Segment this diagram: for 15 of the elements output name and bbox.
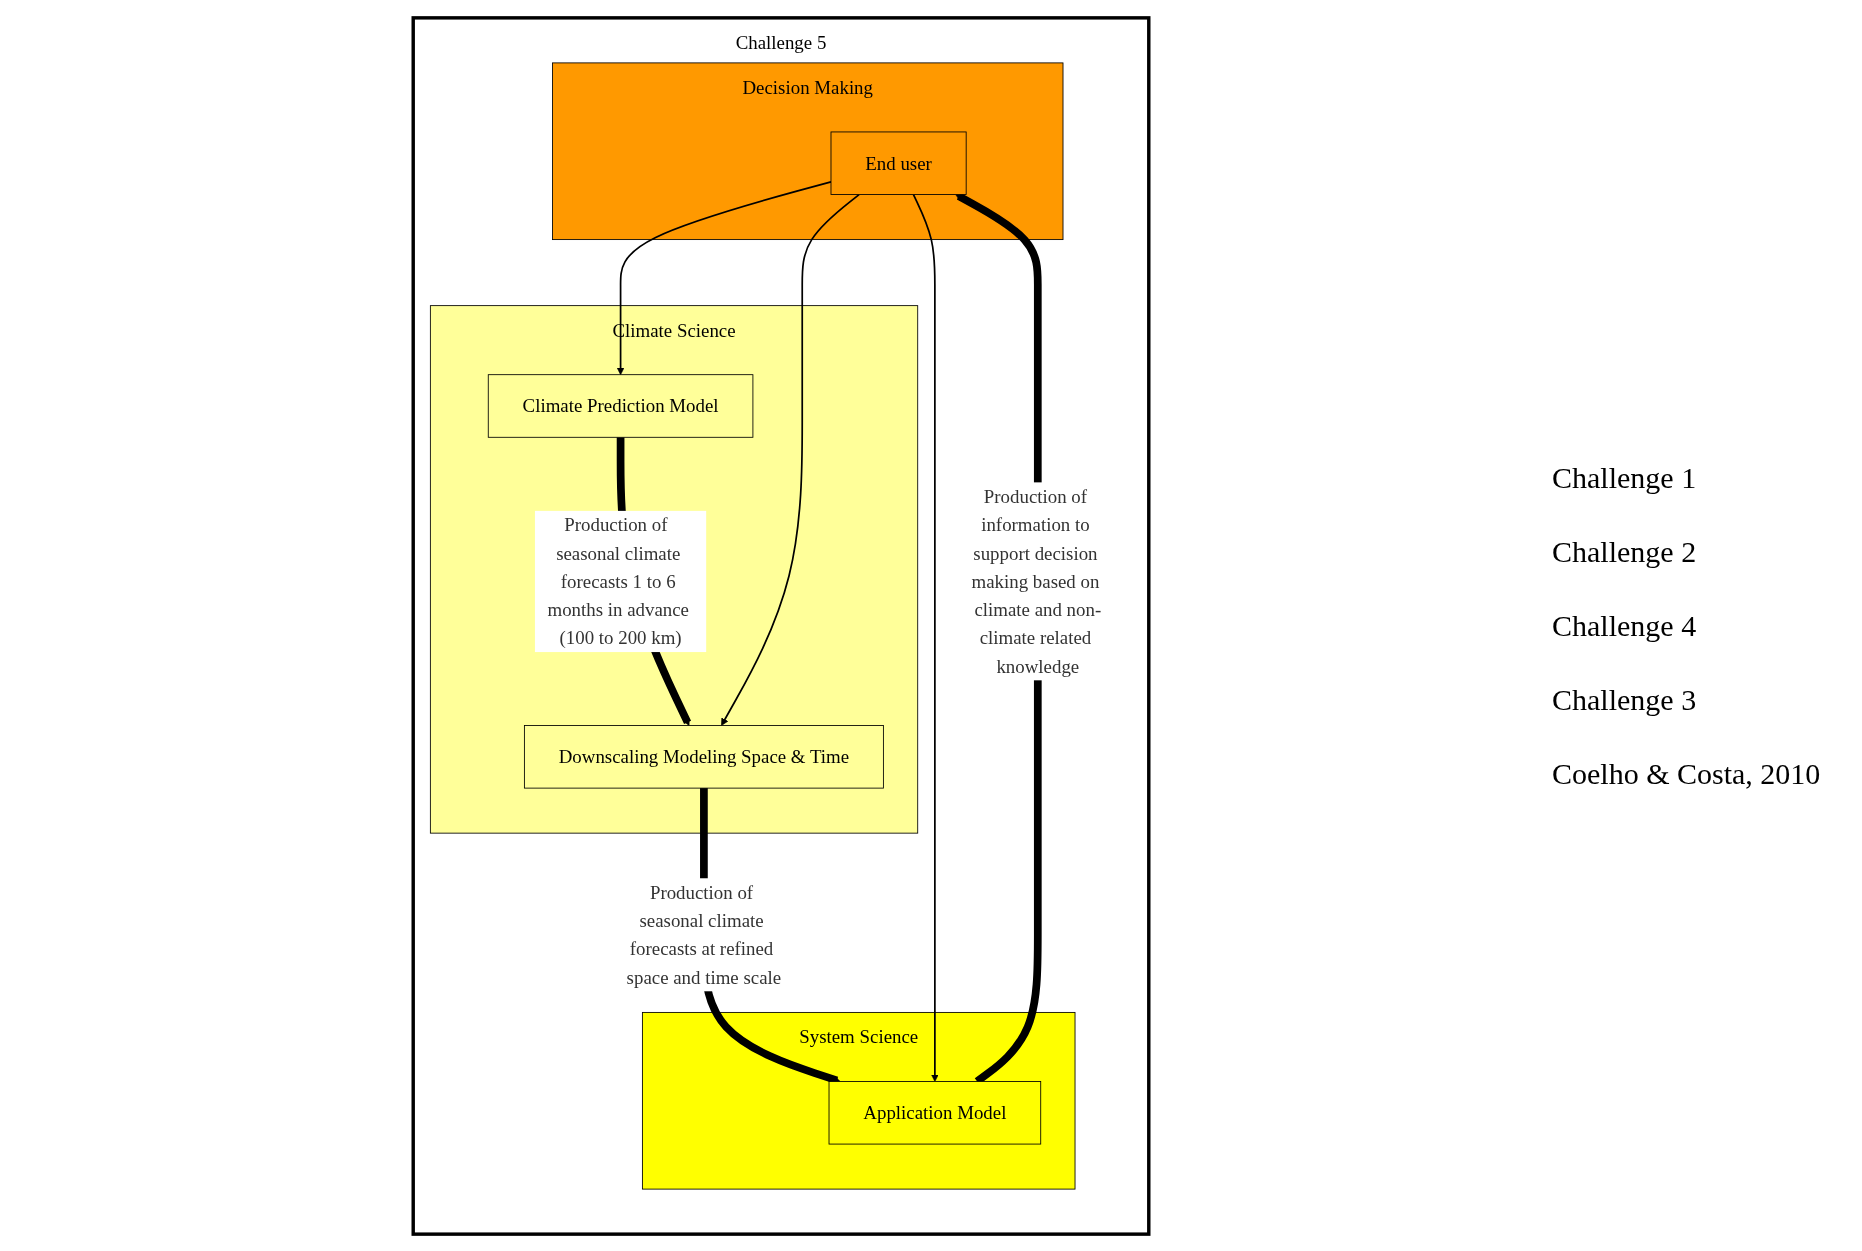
note-text: Challenge 4	[1552, 608, 1698, 643]
node-box: Downscaling Modeling Space & Time	[523, 724, 884, 789]
edge-label: Production of information to support decision making based on climate and non-climate related knowledge	[971, 485, 1102, 677]
arrow	[616, 180, 832, 375]
note-text: Challenge 3	[1552, 682, 1698, 717]
note-text: Challenge 1	[1552, 460, 1698, 495]
edge-label: Production of seasonal climate forecasts at refined space and time scale	[626, 881, 782, 988]
note-text: Coelho & Costa, 2010	[1552, 756, 1822, 791]
node-box: Climate Prediction Model	[487, 373, 754, 438]
arrow	[721, 193, 860, 726]
arrow	[912, 193, 939, 1082]
node-box: End user	[830, 131, 967, 195]
note-text: Challenge 2	[1552, 534, 1698, 569]
node-box: Application Model	[828, 1080, 1042, 1144]
edge-label: Production of seasonal climate forecasts 1 to 6 months in advance (100 to 200 km)	[547, 513, 689, 649]
